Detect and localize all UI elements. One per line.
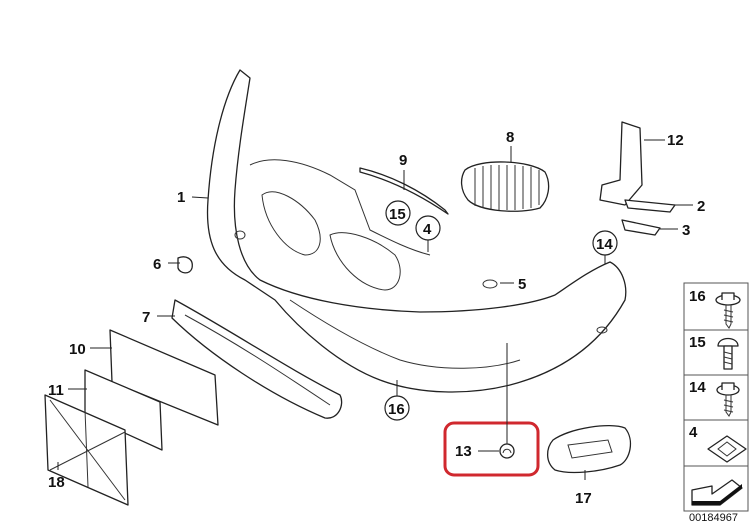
callout-3: 3	[682, 222, 690, 239]
callout-12: 12	[667, 132, 684, 149]
trim-piece-2[interactable]	[624, 199, 676, 213]
callout-13: 13	[455, 443, 472, 460]
lower-grille[interactable]	[171, 299, 343, 419]
callout-17: 17	[575, 490, 592, 507]
carrier-frame[interactable]	[44, 394, 129, 506]
legend-label-14: 14	[689, 379, 706, 396]
callout-16: 16	[388, 401, 405, 418]
license-plate-base[interactable]	[109, 329, 219, 426]
callout-5: 5	[518, 276, 526, 293]
legend-label-4: 4	[689, 424, 698, 441]
trim-strip[interactable]	[359, 167, 449, 215]
direction-arrow-icon	[691, 479, 743, 506]
screw-washer-icon	[715, 292, 741, 329]
callout-15: 15	[389, 206, 406, 223]
bolt-icon	[717, 337, 739, 370]
callout-4: 4	[423, 221, 432, 238]
callout-8: 8	[506, 129, 514, 146]
callout-14: 14	[596, 236, 613, 253]
highlight-box	[443, 421, 540, 477]
fastener-legend: 16 15 14 4	[683, 282, 749, 512]
trim-piece-3[interactable]	[621, 219, 661, 236]
callout-11: 11	[48, 382, 64, 399]
callout-10: 10	[69, 341, 86, 358]
tow-hook-cap[interactable]	[177, 256, 193, 274]
diagram-part-number: 00184967	[689, 512, 738, 524]
rubber-grommet[interactable]	[546, 425, 632, 474]
callout-1: 1	[177, 189, 185, 206]
leader-lines	[57, 139, 693, 480]
callout-9: 9	[399, 152, 407, 169]
callout-7: 7	[142, 309, 150, 326]
kidney-grille[interactable]	[460, 161, 550, 212]
bracket[interactable]	[599, 121, 643, 206]
license-plate-holder[interactable]	[84, 369, 163, 451]
square-nut-icon	[707, 435, 747, 463]
callout-2: 2	[697, 198, 705, 215]
screw-icon	[716, 382, 740, 417]
legend-label-16: 16	[689, 288, 706, 305]
clip-part[interactable]	[499, 443, 515, 459]
legend-label-15: 15	[689, 334, 706, 351]
callout-18: 18	[48, 474, 65, 491]
front-bumper[interactable]	[206, 69, 627, 393]
callout-6: 6	[153, 256, 161, 273]
